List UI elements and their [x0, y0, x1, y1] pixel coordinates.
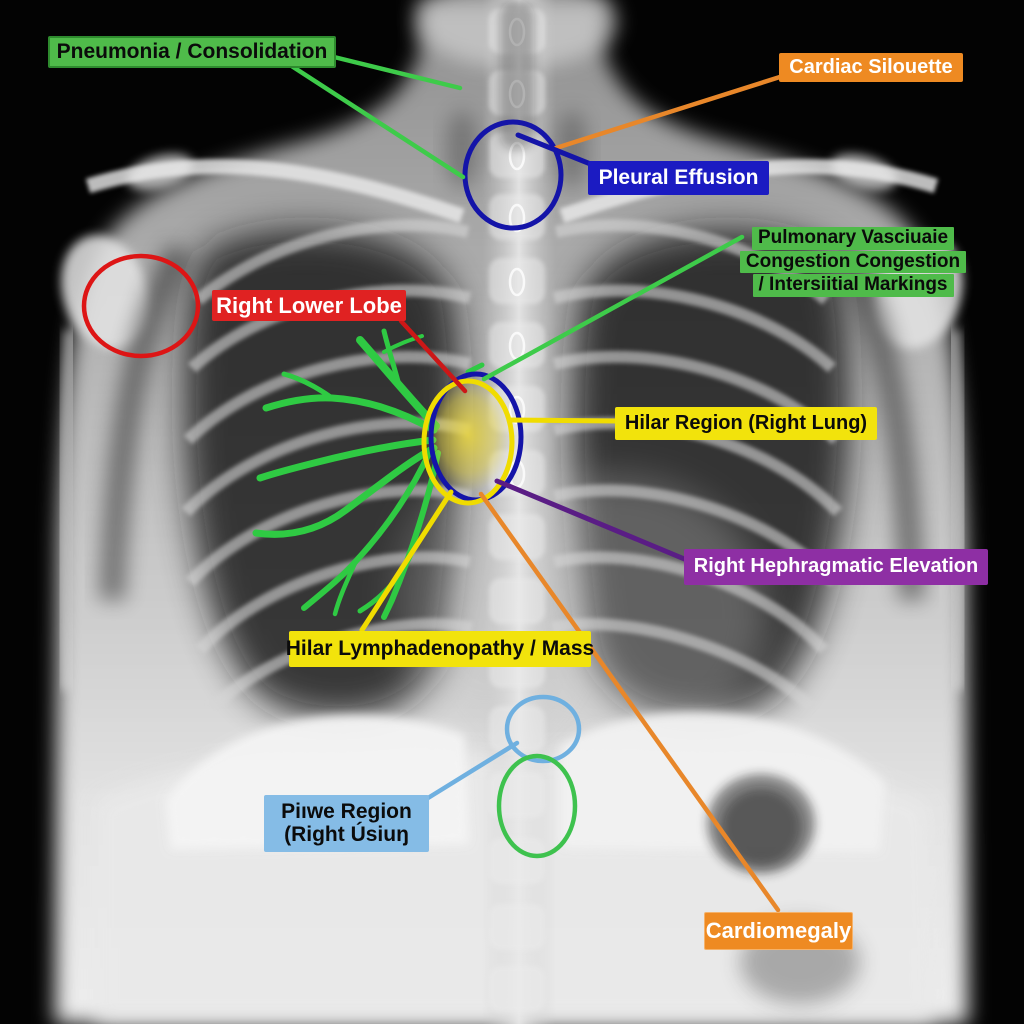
light-blue-circle-annotation — [504, 694, 582, 764]
label-pulmonary-vascular-congestion: Pulmonary Vasciuaie Congestion Congestio… — [739, 226, 967, 297]
label-line: Congestion Congestion — [739, 250, 967, 274]
label-line: (Right Úsiuŋ — [284, 822, 409, 846]
leader-line-hilar-region — [506, 417, 621, 424]
leader-line-pneumonia-2 — [284, 60, 466, 180]
label-cardiomegaly: Cardiomegaly — [704, 912, 853, 950]
label-piuwe-region: Piıwe Region (Right Úsiuŋ — [264, 795, 429, 852]
leader-line-cardiac-silouette — [553, 73, 786, 151]
label-pleural-effusion: Pleural Effusion — [588, 161, 769, 195]
leader-line-pneumonia-1 — [331, 54, 463, 91]
hilar-circle-yellow — [421, 378, 515, 506]
label-hilar-lymphadenopathy-mass: Hilar Lymphadenopathy / Mass — [286, 631, 594, 667]
leader-line-pleural-effusion — [515, 132, 601, 170]
label-cardiac-silouette: Cardiac Silouette — [779, 53, 963, 82]
label-line: / Intersiitial Markings — [752, 274, 954, 297]
label-line: Piıwe Region — [281, 799, 412, 823]
leader-line-piuwe-region — [425, 740, 520, 801]
label-right-lower-lobe: Right Lower Lobe — [212, 290, 406, 321]
leader-line-diaphragm — [494, 478, 697, 566]
leader-line-right-lower-lobe — [398, 318, 468, 394]
leader-line-pulmonary — [481, 234, 745, 382]
label-right-hephragmatic-elevation: Right Hephragmatic Elevation — [684, 549, 988, 585]
label-pneumonia-consolidation: Pneumonia / Consolidation — [48, 36, 336, 68]
blue-circle-annotation — [462, 119, 564, 231]
label-line: Pulmonary Vasciuaie — [751, 227, 955, 250]
label-hilar-region-right-lung: Hilar Region (Right Lung) — [615, 407, 877, 440]
hilar-glow — [426, 377, 510, 493]
red-circle-annotation — [81, 253, 201, 359]
green-circle-annotation — [496, 753, 578, 859]
leader-line-hilar-lymph — [359, 489, 454, 633]
leader-line-cardiomegaly — [478, 491, 781, 913]
